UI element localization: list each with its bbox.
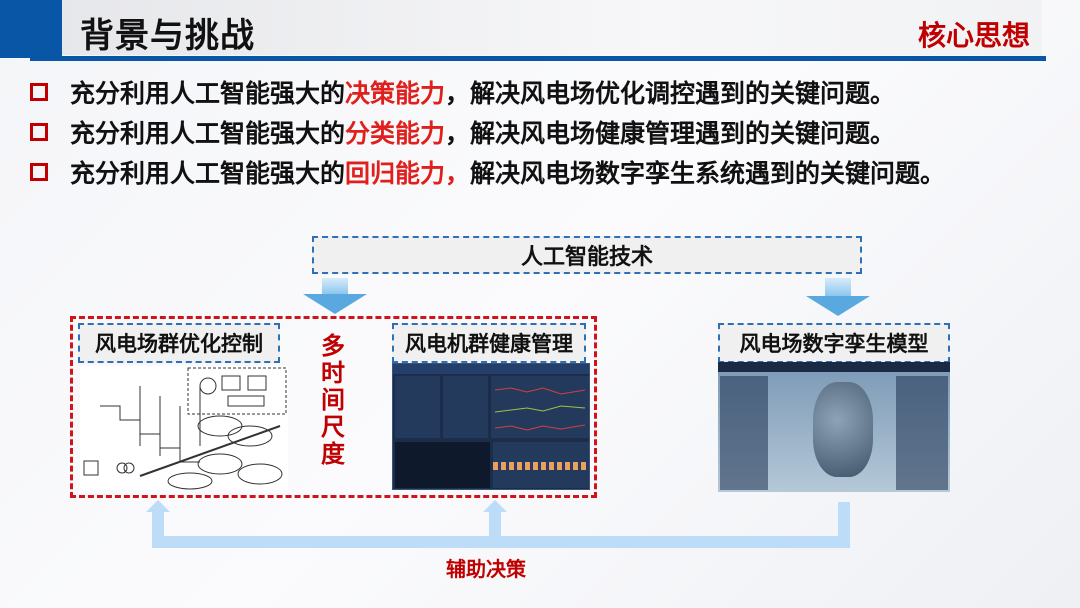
vertical-char: 多	[321, 332, 345, 360]
bullet-highlight: 分类能力	[345, 119, 446, 148]
bullet-text: 充分利用人工智能强大的	[70, 159, 346, 188]
bullet-item: 充分利用人工智能强大的分类能力，解决风电场健康管理遇到的关键问题。	[30, 116, 895, 148]
vertical-char: 时	[321, 359, 345, 387]
bullet-highlight: 决策能力	[345, 79, 446, 108]
bullet-text: ，解决风电场优化调控遇到的关键问题。	[445, 79, 896, 108]
bullet-text: ，解决风电场健康管理遇到的关键问题。	[445, 119, 896, 148]
vertical-char: 尺	[321, 413, 345, 441]
arrow-stem	[825, 278, 851, 296]
feedback-line	[152, 536, 850, 548]
health-management-dashboard-screenshot	[392, 363, 590, 490]
feedback-label: 辅助决策	[446, 557, 526, 581]
bullet-text: 充分利用人工智能强大的	[70, 79, 346, 108]
module-label-digital-twin: 风电场数字孪生模型	[718, 323, 950, 363]
ai-technology-box: 人工智能技术	[312, 236, 862, 274]
digital-twin-screenshot	[718, 362, 950, 492]
feedback-line	[152, 512, 164, 548]
square-bullet-icon	[30, 83, 48, 101]
vertical-char: 间	[321, 386, 345, 414]
bullet-item: 充分利用人工智能强大的回归能力，解决风电场数字孪生系统遇到的关键问题。	[30, 156, 945, 188]
wind-farm-topology-diagram	[80, 366, 288, 490]
module-label-health-management: 风电机群健康管理	[392, 323, 586, 363]
feedback-line	[489, 512, 501, 548]
vertical-char: 度	[321, 440, 345, 468]
multi-timescale-group	[70, 316, 597, 498]
bullet-item: 充分利用人工智能强大的决策能力，解决风电场优化调控遇到的关键问题。	[30, 76, 895, 108]
bullet-text: 解决风电场数字孪生系统遇到的关键问题。	[470, 159, 946, 188]
section-tag: 核心思想	[918, 19, 1031, 52]
bullet-text: 充分利用人工智能强大的	[70, 119, 346, 148]
arrow-stem	[322, 278, 348, 294]
header-bar	[62, 0, 1042, 55]
up-arrow-icon	[146, 500, 170, 512]
up-arrow-icon	[483, 500, 507, 512]
header-underline	[30, 56, 1046, 61]
bullet-highlight: 回归能力，	[345, 159, 471, 188]
multi-timescale-label: 多 时 间 尺 度	[320, 333, 346, 468]
page-title: 背景与挑战	[80, 16, 255, 56]
square-bullet-icon	[30, 163, 48, 181]
square-bullet-icon	[30, 123, 48, 141]
down-arrow-icon	[806, 296, 870, 316]
header-accent-bar	[0, 0, 62, 58]
module-label-wind-farm-control: 风电场群优化控制	[78, 323, 280, 363]
down-arrow-icon	[303, 294, 367, 314]
